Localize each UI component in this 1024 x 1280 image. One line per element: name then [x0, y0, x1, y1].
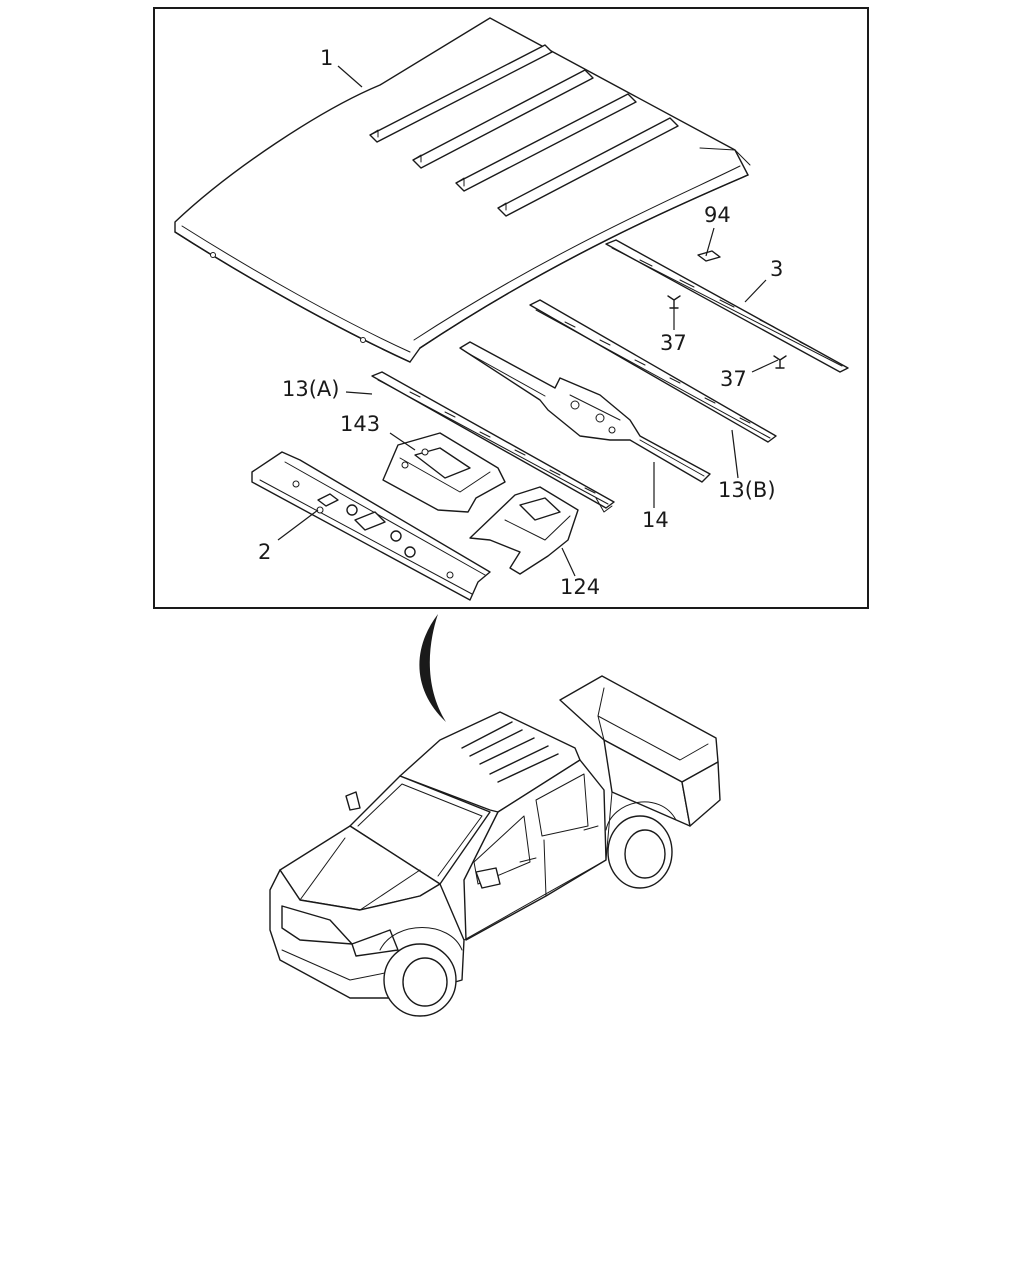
clip-lower — [773, 355, 787, 369]
rear-bow — [529, 299, 777, 443]
leader-lines — [277, 65, 779, 577]
callout-rear-header: 2 — [258, 540, 271, 564]
pointer-arrow — [419, 614, 446, 722]
callout-rear-bow: 13(B) — [718, 478, 776, 502]
bracket-124 — [469, 486, 579, 575]
callout-clip-lower: 37 — [720, 367, 747, 391]
front-wheel — [379, 927, 463, 1017]
rear-header — [251, 451, 491, 601]
callout-rear-rail: 3 — [770, 257, 783, 281]
callout-label-94: 94 — [704, 203, 731, 227]
callout-roof-panel: 1 — [320, 46, 333, 70]
bracket-143 — [382, 432, 506, 513]
callout-clip-upper: 37 — [660, 331, 687, 355]
callout-bracket-124: 124 — [560, 575, 600, 599]
front-bow — [371, 371, 615, 513]
roof-grooves — [369, 44, 679, 217]
center-bow — [459, 341, 711, 483]
truck-roof-grooves — [461, 721, 559, 783]
exploded-view-frame — [153, 7, 869, 609]
callout-front-bow: 13(A) — [282, 377, 339, 401]
rear-wheel — [605, 801, 677, 889]
rear-rail — [605, 239, 849, 373]
callout-bracket-143: 143 — [340, 412, 380, 436]
callout-center-bow: 14 — [642, 508, 669, 532]
callouts: 1 94 3 37 37 13(A) 143 13(B) 14 2 124 — [258, 46, 783, 599]
clip-upper — [667, 295, 681, 309]
pickup-truck-illustration — [269, 675, 721, 1017]
label-94-part — [697, 250, 721, 262]
roof-panel — [174, 17, 751, 363]
